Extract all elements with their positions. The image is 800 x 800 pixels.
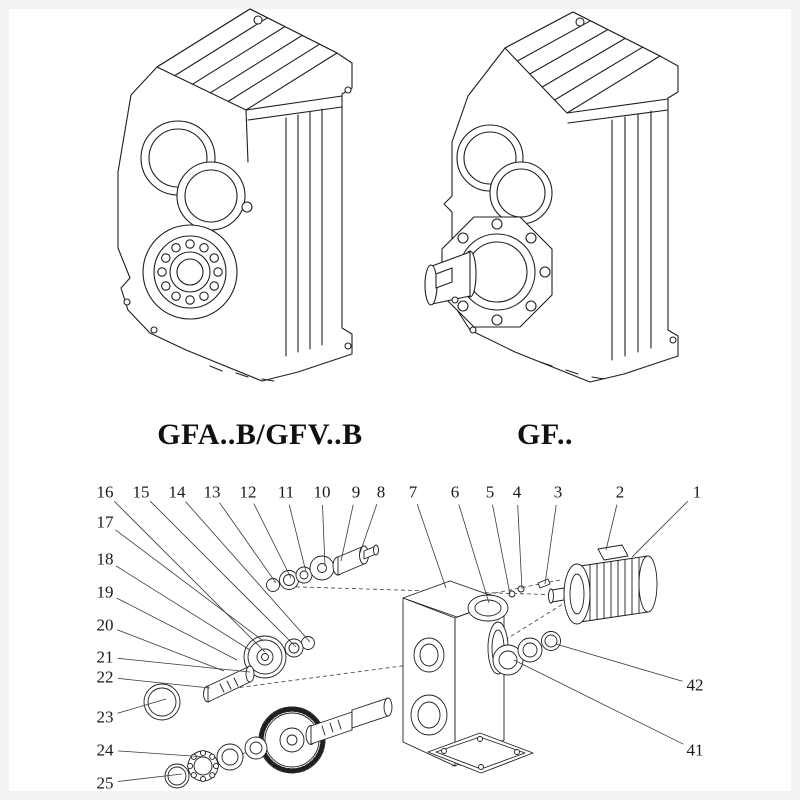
leader-line-41 — [513, 659, 684, 745]
bolt — [508, 590, 516, 598]
callout-18: 18 — [96, 549, 114, 569]
leader-line-19 — [116, 597, 238, 661]
leader-line-22 — [117, 678, 211, 689]
callout-20: 20 — [96, 615, 114, 635]
callout-7: 7 — [408, 482, 418, 502]
eyebolt-hole — [253, 15, 263, 25]
output-bearing — [142, 224, 238, 320]
ring — [301, 636, 315, 650]
callout-19: 19 — [96, 582, 114, 602]
callout-8: 8 — [376, 482, 386, 502]
callout-41: 41 — [686, 740, 704, 760]
leader-line-12 — [253, 503, 292, 579]
callout-17: 17 — [96, 512, 114, 532]
callout-23: 23 — [96, 707, 114, 727]
callout-24: 24 — [96, 740, 114, 760]
callout-4: 4 — [512, 482, 522, 502]
callout-3: 3 — [553, 482, 563, 502]
key — [537, 578, 551, 589]
gasket — [467, 594, 509, 622]
retaining-ring — [266, 578, 280, 592]
leader-line-3 — [544, 504, 557, 585]
leader-line-20 — [116, 629, 225, 672]
right-figure-caption: GF.. — [517, 418, 573, 451]
gearbox-gf-figure — [424, 11, 679, 383]
leader-line-14 — [185, 501, 311, 643]
output-shaft — [424, 250, 477, 306]
leader-line-23 — [117, 698, 167, 714]
terminal-box — [597, 544, 629, 561]
callout-25: 25 — [96, 773, 114, 793]
callout-10: 10 — [313, 482, 331, 502]
callout-14: 14 — [168, 482, 186, 502]
leader-line-17 — [115, 529, 263, 641]
callout-1: 1 — [692, 482, 702, 502]
gearbox-gfab-figure — [117, 8, 353, 382]
mounting-plate — [427, 732, 534, 774]
bolt — [517, 585, 525, 593]
leader-line-15 — [149, 500, 297, 648]
leader-line-2 — [605, 504, 618, 551]
leader-line-21 — [117, 657, 251, 673]
exploded-view-figure — [143, 544, 658, 789]
callout-16: 16 — [96, 482, 114, 502]
callout-15: 15 — [132, 482, 150, 502]
leader-line-11 — [288, 504, 307, 573]
output-rings — [492, 631, 561, 676]
callout-13: 13 — [203, 482, 221, 502]
callout-2: 2 — [615, 482, 625, 502]
callout-9: 9 — [351, 482, 361, 502]
eyebolt-hole — [575, 17, 585, 27]
exploded-parts — [143, 544, 658, 789]
intermediate-assembly — [143, 635, 315, 721]
leader-line-8 — [359, 504, 378, 554]
leader-line-4 — [517, 504, 523, 590]
leader-line-9 — [340, 504, 354, 562]
callout-21: 21 — [96, 647, 114, 667]
leader-line-24 — [117, 750, 207, 758]
leader-line-5 — [492, 504, 511, 595]
callout-leader-lines — [113, 500, 689, 782]
callout-11: 11 — [277, 482, 295, 502]
leader-line-1 — [631, 500, 689, 558]
leader-line-6 — [458, 504, 490, 604]
output-assembly — [164, 697, 393, 789]
leader-line-42 — [555, 643, 683, 682]
left-figure-caption: GFA..B/GFV..B — [157, 418, 363, 451]
ball-bearing — [186, 749, 220, 783]
leader-line-7 — [416, 504, 447, 589]
leader-line-13 — [219, 502, 277, 584]
output-flange — [441, 216, 553, 328]
callout-42: 42 — [686, 675, 704, 695]
callout-6: 6 — [450, 482, 460, 502]
motor — [548, 544, 658, 625]
callout-22: 22 — [96, 667, 114, 687]
leader-line-10 — [322, 504, 326, 567]
leader-line-18 — [115, 565, 251, 651]
callout-5: 5 — [485, 482, 495, 502]
input-shaft-assembly — [266, 544, 379, 592]
callout-12: 12 — [239, 482, 257, 502]
leader-line-16 — [113, 500, 266, 653]
leader-line-25 — [117, 773, 183, 782]
